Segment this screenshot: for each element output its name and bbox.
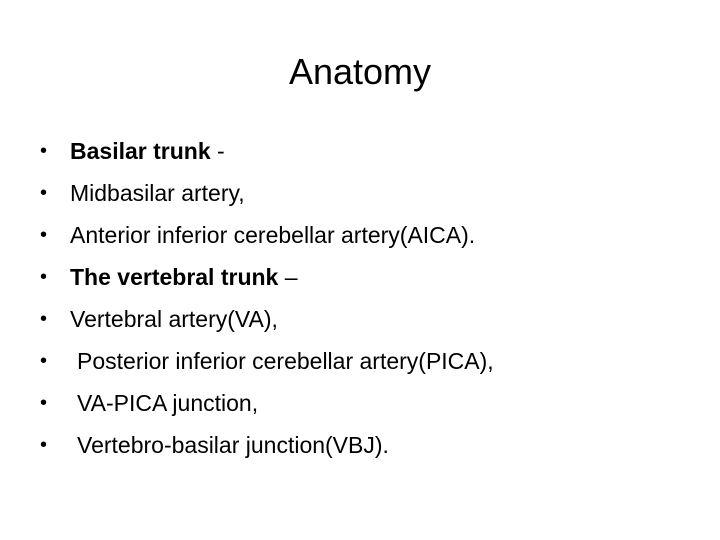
bullet-text: Midbasilar artery,: [70, 180, 245, 206]
bullet-dot-icon: •: [40, 350, 48, 372]
bullet-text: VA-PICA junction,: [77, 390, 259, 416]
bullet-list: • Basilar trunk - • Midbasilar artery, •…: [38, 130, 698, 466]
bullet-item: • Vertebro-basilar junction(VBJ).: [38, 424, 698, 466]
bullet-item: • Midbasilar artery,: [38, 172, 698, 214]
bullet-text: Vertebro-basilar junction(VBJ).: [77, 432, 389, 458]
bullet-text: -: [210, 138, 225, 164]
bullet-text: Vertebral artery(VA),: [70, 306, 278, 332]
bullet-dot-icon: •: [40, 224, 48, 246]
bullet-text: Anterior inferior cerebellar artery(AICA…: [70, 222, 476, 248]
bullet-dot-icon: •: [40, 140, 48, 162]
bullet-item: • Basilar trunk -: [38, 130, 698, 172]
bullet-item: • Vertebral artery(VA),: [38, 298, 698, 340]
bullet-text: Posterior inferior cerebellar artery(PIC…: [77, 348, 494, 374]
bullet-bold-text: Basilar trunk: [70, 138, 211, 164]
bullet-bold-text: The vertebral trunk: [70, 264, 279, 290]
bullet-dot-icon: •: [40, 392, 48, 414]
bullet-dot-icon: •: [40, 308, 48, 330]
bullet-item: • Anterior inferior cerebellar artery(AI…: [38, 214, 698, 256]
bullet-dot-icon: •: [40, 182, 48, 204]
bullet-item: • The vertebral trunk –: [38, 256, 698, 298]
slide-title: Anatomy: [288, 51, 432, 92]
bullet-dot-icon: •: [40, 434, 48, 456]
bullet-item: • VA-PICA junction,: [38, 382, 698, 424]
bullet-text: –: [278, 264, 298, 290]
bullet-item: • Posterior inferior cerebellar artery(P…: [38, 340, 698, 382]
bullet-dot-icon: •: [40, 266, 48, 288]
